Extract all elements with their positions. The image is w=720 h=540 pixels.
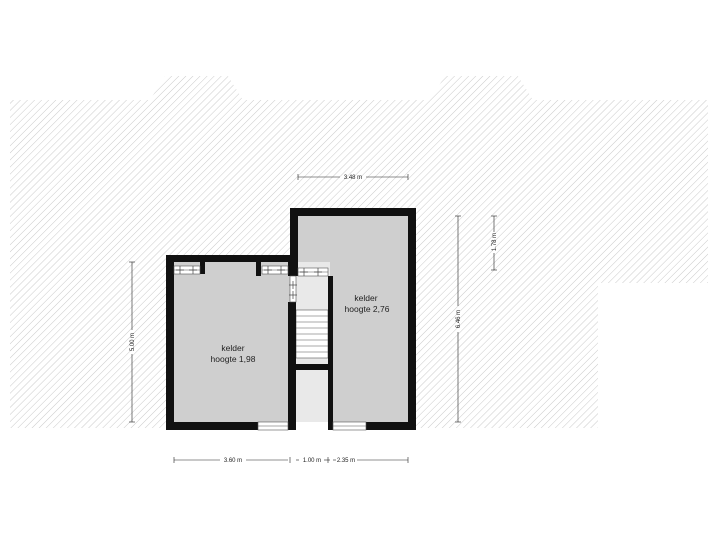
walls [166, 208, 416, 430]
room-left-height: hoogte 1,98 [211, 354, 256, 364]
dim-left-full: 5.00 m [130, 333, 136, 351]
dim-right-full: 6.46 m [456, 310, 462, 328]
dim-right-small: 1.78 m [492, 233, 498, 251]
room-right-height: hoogte 2,76 [345, 304, 390, 314]
dim-bottom-left: 3.60 m [224, 458, 242, 464]
hinge-marks [176, 266, 322, 299]
dim-bottom-middle: 1.00 m [303, 458, 321, 464]
dimension-lines [129, 174, 497, 463]
dim-top-width: 3.48 m [344, 175, 362, 181]
room-right-name: kelder [354, 293, 377, 303]
dim-bottom-right: 2.35 m [337, 458, 355, 464]
staircase [295, 309, 329, 359]
floor-left-room [174, 262, 290, 422]
room-left-name: kelder [221, 343, 244, 353]
